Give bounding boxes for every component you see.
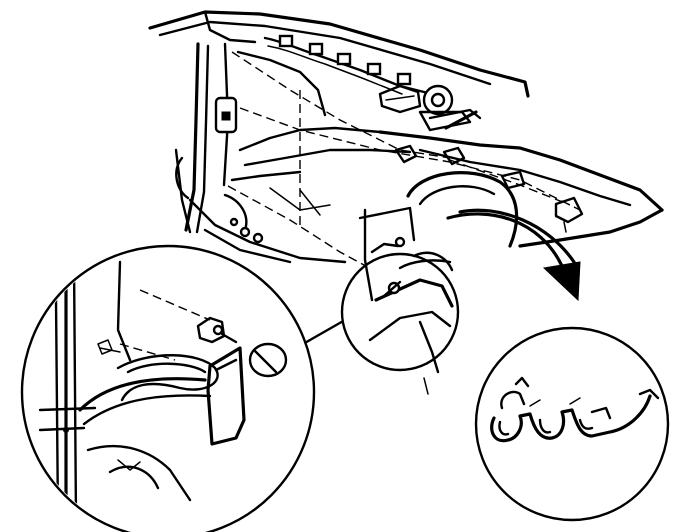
connector-block <box>378 84 422 114</box>
vehicle-body-outline <box>148 10 664 264</box>
harness-connectors <box>394 144 584 233</box>
detail-circle-right <box>474 326 670 522</box>
detail-circle-left <box>20 244 316 532</box>
detail-circle-center <box>340 206 460 374</box>
round-component <box>418 84 472 132</box>
wiring-harness-route <box>263 34 482 132</box>
harness-clip <box>278 34 412 86</box>
curved-arrow-icon <box>446 208 581 302</box>
